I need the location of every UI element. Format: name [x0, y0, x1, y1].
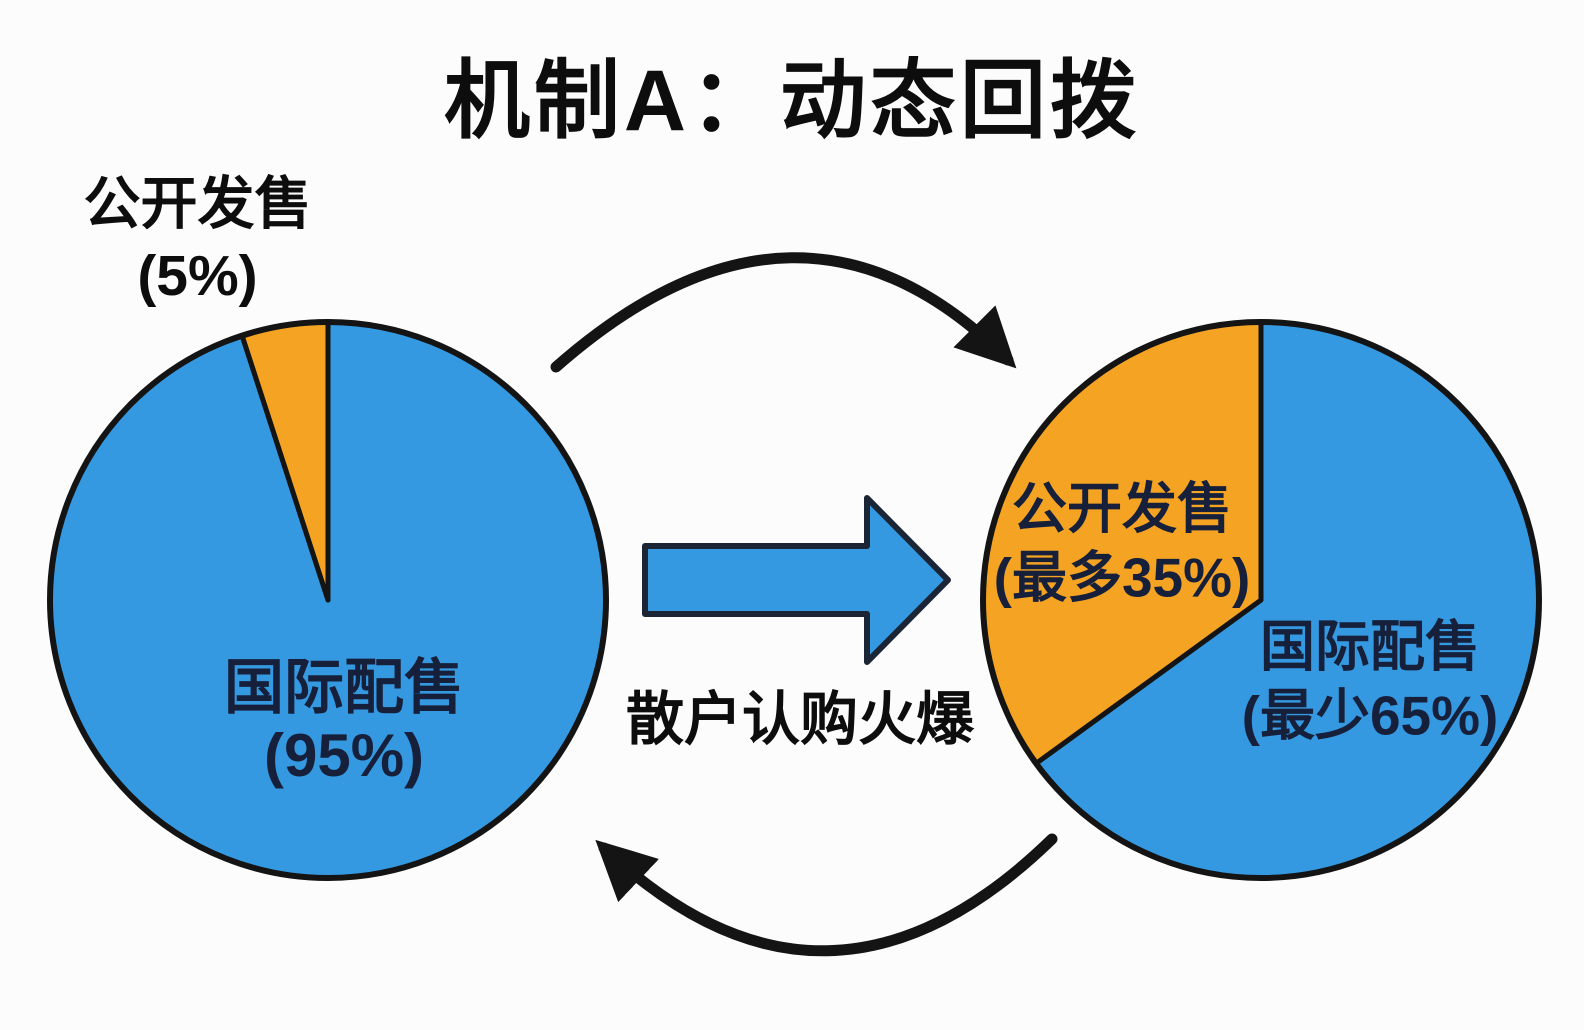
right-orange-percent: (最多35%)	[993, 547, 1251, 609]
pie-after-clawback	[980, 319, 1542, 881]
left-pie-category: 国际配售	[224, 654, 464, 722]
pie-rim-left	[47, 319, 609, 881]
right-pie-blue-label: 国际配售 (最少65%)	[1242, 613, 1499, 752]
right-orange-category: 公开发售	[1011, 477, 1232, 540]
pie-rim-right	[980, 319, 1542, 881]
left-pie-callout-label: 公开发售 (5%)	[40, 168, 355, 313]
right-pie-orange-label: 公开发售 (最多35%)	[994, 475, 1251, 614]
right-blue-category: 国际配售	[1259, 615, 1480, 678]
callout-line-category: 公开发售	[83, 172, 312, 236]
callout-line-percent: (5%)	[137, 244, 258, 309]
left-pie-percent: (95%)	[263, 722, 425, 789]
pie-before-clawback	[47, 319, 609, 881]
left-pie-inner-label: 国际配售 (95%)	[224, 654, 464, 790]
top-cycle-arrow-icon	[550, 252, 1017, 373]
flow-caption: 散户认购火爆	[625, 687, 975, 752]
flow-right-arrow-icon	[642, 495, 951, 665]
bottom-cycle-arrow-icon	[595, 833, 1058, 957]
right-blue-percent: (最少65%)	[1241, 685, 1499, 747]
page-title: 机制A：动态回拨	[443, 53, 1141, 149]
